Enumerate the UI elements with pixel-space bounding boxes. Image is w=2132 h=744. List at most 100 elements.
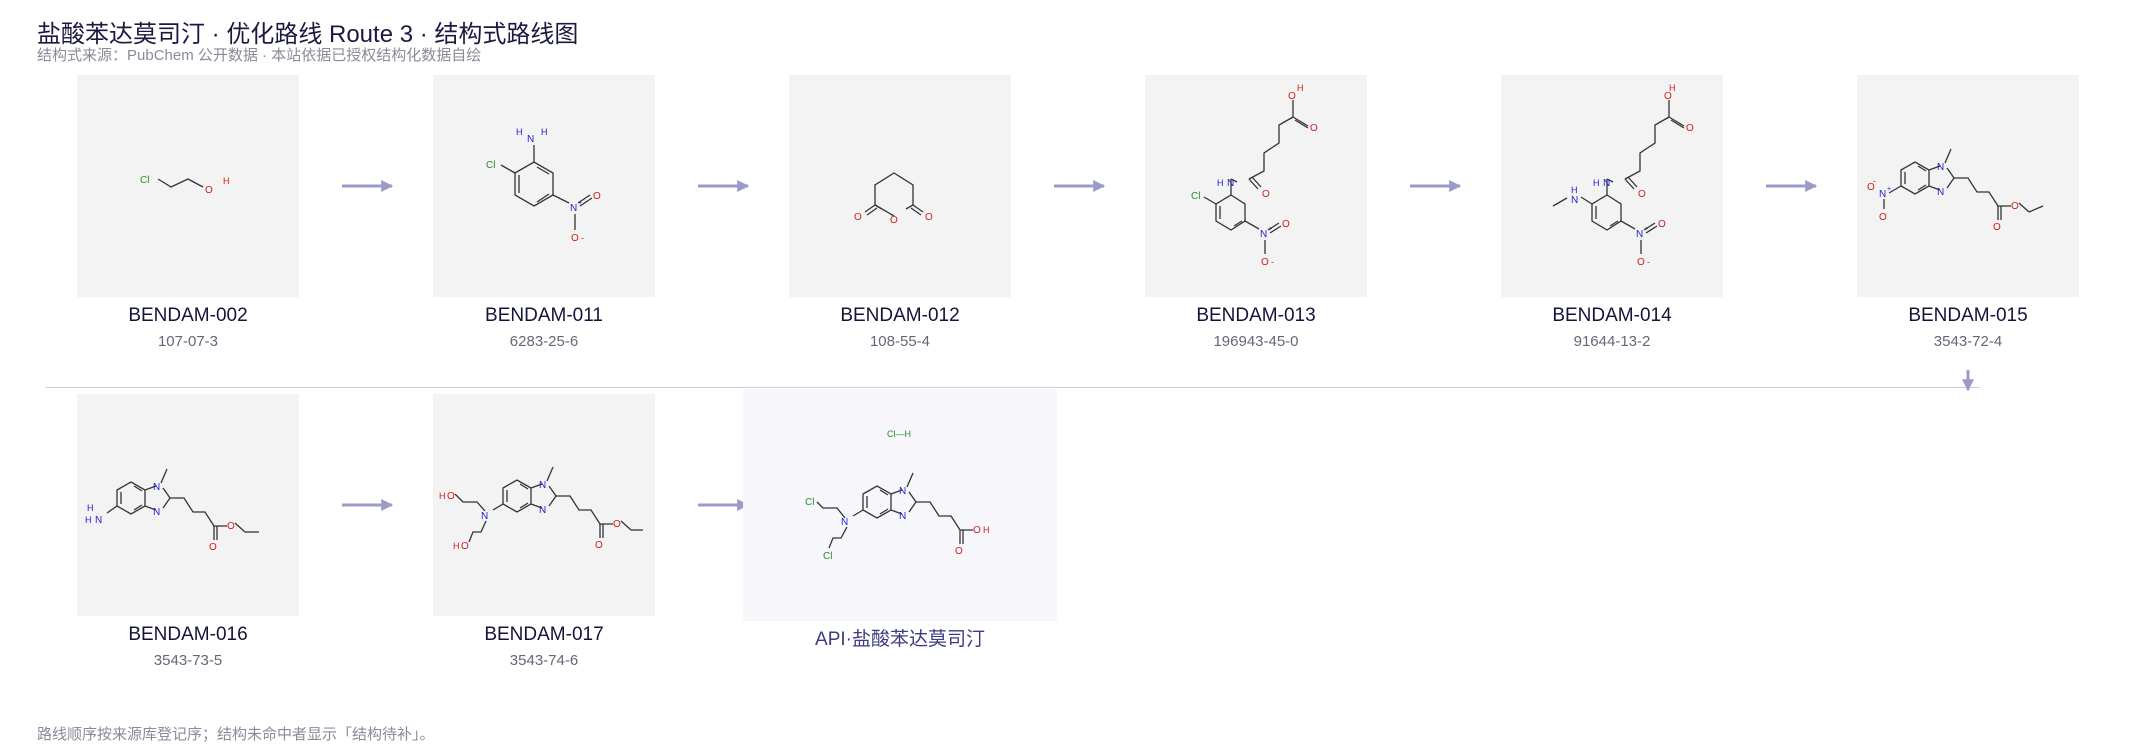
footnote: 路线顺序按来源库登记序；结构未命中者显示「结构待补」。 bbox=[37, 726, 435, 743]
svg-text:N: N bbox=[1879, 189, 1886, 200]
svg-text:+: + bbox=[1887, 186, 1891, 193]
route-node-6[interactable]: N N O O N + O - O BENDAM-015 3543-72-4 bbox=[1857, 75, 2079, 350]
cas-number: 3543-73-5 bbox=[153, 652, 223, 669]
svg-text:H: H bbox=[516, 127, 523, 137]
compound-code: BENDAM-011 bbox=[485, 305, 603, 326]
molecule-structure: N N O O N + O - O bbox=[1867, 148, 2044, 233]
svg-text:O: O bbox=[227, 521, 235, 532]
cas-number: 3543-74-6 bbox=[509, 652, 579, 669]
molecule-structure: O O O bbox=[854, 172, 933, 226]
route-node-8[interactable]: N N O O N H O O H BENDAM-017 3543-74-6 bbox=[433, 394, 655, 669]
svg-text:O: O bbox=[1637, 257, 1645, 268]
svg-text:O: O bbox=[1686, 123, 1694, 134]
svg-text:+: + bbox=[1268, 226, 1272, 233]
svg-text:O: O bbox=[1879, 212, 1887, 223]
molecule-structure: H O O O H N Cl N + O O - bbox=[1191, 83, 1318, 268]
structure-card[interactable]: Cl H N H N + O O - bbox=[433, 75, 655, 297]
cas-number: 108-55-4 bbox=[869, 333, 931, 350]
svg-text:H: H bbox=[1593, 178, 1600, 188]
svg-text:O: O bbox=[1993, 222, 2001, 233]
svg-text:H: H bbox=[541, 127, 548, 137]
structure-card[interactable]: O O O bbox=[789, 75, 1011, 297]
svg-text:O: O bbox=[205, 185, 213, 196]
cas-number: 107-07-3 bbox=[157, 333, 219, 350]
molecule-structure: Cl—H N N N O H O C bbox=[805, 429, 990, 562]
svg-text:-: - bbox=[581, 233, 584, 243]
svg-text:O: O bbox=[1282, 219, 1290, 230]
svg-text:H: H bbox=[1669, 83, 1676, 93]
svg-text:-: - bbox=[1271, 257, 1274, 267]
route-node-2[interactable]: Cl H N H N + O O - BENDAM-011 6283-25-6 bbox=[433, 75, 655, 350]
molecule-structure: H O O O H N N H N + O O - bbox=[1552, 83, 1694, 268]
svg-text:N: N bbox=[153, 482, 160, 493]
route-node-4[interactable]: H O O O H N Cl N + O O - BENDAM-013 1969… bbox=[1145, 75, 1367, 350]
cas-number: 91644-13-2 bbox=[1573, 333, 1651, 350]
compound-code: BENDAM-012 bbox=[840, 305, 960, 326]
svg-text:-: - bbox=[1873, 176, 1876, 186]
svg-text:H: H bbox=[1297, 83, 1304, 93]
svg-text:O: O bbox=[1638, 189, 1646, 200]
svg-text:O: O bbox=[595, 540, 603, 551]
route-node-5[interactable]: H O O O H N N H N + O O - BENDAM-014 916… bbox=[1501, 75, 1723, 350]
page-title: 盐酸苯达莫司汀 · 优化路线 Route 3 · 结构式路线图 bbox=[37, 21, 579, 48]
svg-text:O: O bbox=[1867, 182, 1875, 193]
svg-text:N: N bbox=[1227, 178, 1234, 189]
structure-card[interactable]: H O O O H N N H N + O O - bbox=[1501, 75, 1723, 297]
svg-text:O: O bbox=[209, 542, 217, 553]
svg-text:Cl—H: Cl—H bbox=[887, 429, 911, 439]
svg-text:O: O bbox=[890, 215, 898, 226]
svg-text:N: N bbox=[1636, 229, 1643, 240]
molecule-structure: N N O O N H O O H bbox=[439, 466, 643, 552]
svg-text:N: N bbox=[1260, 229, 1267, 240]
svg-text:Cl: Cl bbox=[486, 160, 495, 171]
svg-text:N: N bbox=[899, 486, 906, 497]
compound-code: BENDAM-015 bbox=[1908, 305, 2028, 326]
svg-text:H: H bbox=[85, 515, 92, 525]
svg-text:+: + bbox=[1644, 226, 1648, 233]
svg-text:N: N bbox=[153, 507, 160, 518]
arrow-right-icon bbox=[1766, 180, 1818, 192]
svg-text:O: O bbox=[571, 233, 579, 244]
svg-text:O: O bbox=[1261, 257, 1269, 268]
api-highlight bbox=[743, 389, 1057, 621]
structure-card[interactable]: N N O O N + O - O bbox=[1857, 75, 2079, 297]
arrow-right-icon bbox=[1410, 180, 1462, 192]
svg-text:O: O bbox=[1664, 91, 1672, 102]
svg-text:N: N bbox=[95, 515, 102, 526]
svg-text:N: N bbox=[481, 511, 488, 522]
structure-card[interactable]: Cl O H bbox=[77, 75, 299, 297]
svg-text:H: H bbox=[1571, 185, 1578, 195]
svg-text:O: O bbox=[2011, 201, 2019, 212]
route-node-1[interactable]: Cl O H BENDAM-002 107-07-3 bbox=[77, 75, 299, 350]
svg-text:O: O bbox=[973, 525, 981, 536]
svg-text:Cl: Cl bbox=[1191, 191, 1200, 202]
structure-card[interactable]: Cl—H N N N O H O C bbox=[789, 394, 1011, 616]
cas-number: 196943-45-0 bbox=[1213, 333, 1299, 350]
molecule-structure: Cl H N H N + O O - bbox=[486, 127, 601, 244]
cas-number: 6283-25-6 bbox=[509, 333, 579, 350]
svg-text:N: N bbox=[1571, 195, 1578, 206]
row-divider bbox=[46, 387, 1980, 388]
svg-text:O: O bbox=[854, 212, 862, 223]
svg-text:O: O bbox=[1658, 219, 1666, 230]
structure-card[interactable]: H O O O H N Cl N + O O - bbox=[1145, 75, 1367, 297]
svg-text:H: H bbox=[1217, 178, 1224, 188]
svg-text:H: H bbox=[453, 541, 460, 551]
svg-text:N: N bbox=[1937, 162, 1944, 173]
route-node-api[interactable]: Cl—H N N N O H O C bbox=[789, 394, 1011, 651]
route-node-3[interactable]: O O O BENDAM-012 108-55-4 bbox=[789, 75, 1011, 350]
svg-text:N: N bbox=[570, 203, 577, 214]
compound-code: BENDAM-017 bbox=[484, 624, 604, 645]
svg-text:Cl: Cl bbox=[805, 497, 814, 508]
arrow-right-icon bbox=[698, 180, 750, 192]
svg-text:H: H bbox=[439, 491, 446, 501]
compound-code: API·盐酸苯达莫司汀 bbox=[815, 629, 985, 650]
molecule-structure: N N O O H N H bbox=[85, 468, 259, 553]
svg-text:N: N bbox=[841, 517, 848, 528]
compound-code: BENDAM-002 bbox=[128, 305, 248, 326]
structure-card[interactable]: N N O O N H O O H bbox=[433, 394, 655, 616]
arrow-down-icon bbox=[1962, 370, 1974, 392]
route-node-7[interactable]: N N O O H N H BENDAM-016 3543-73-5 bbox=[77, 394, 299, 669]
svg-text:O: O bbox=[461, 541, 469, 552]
structure-card[interactable]: N N O O H N H bbox=[77, 394, 299, 616]
